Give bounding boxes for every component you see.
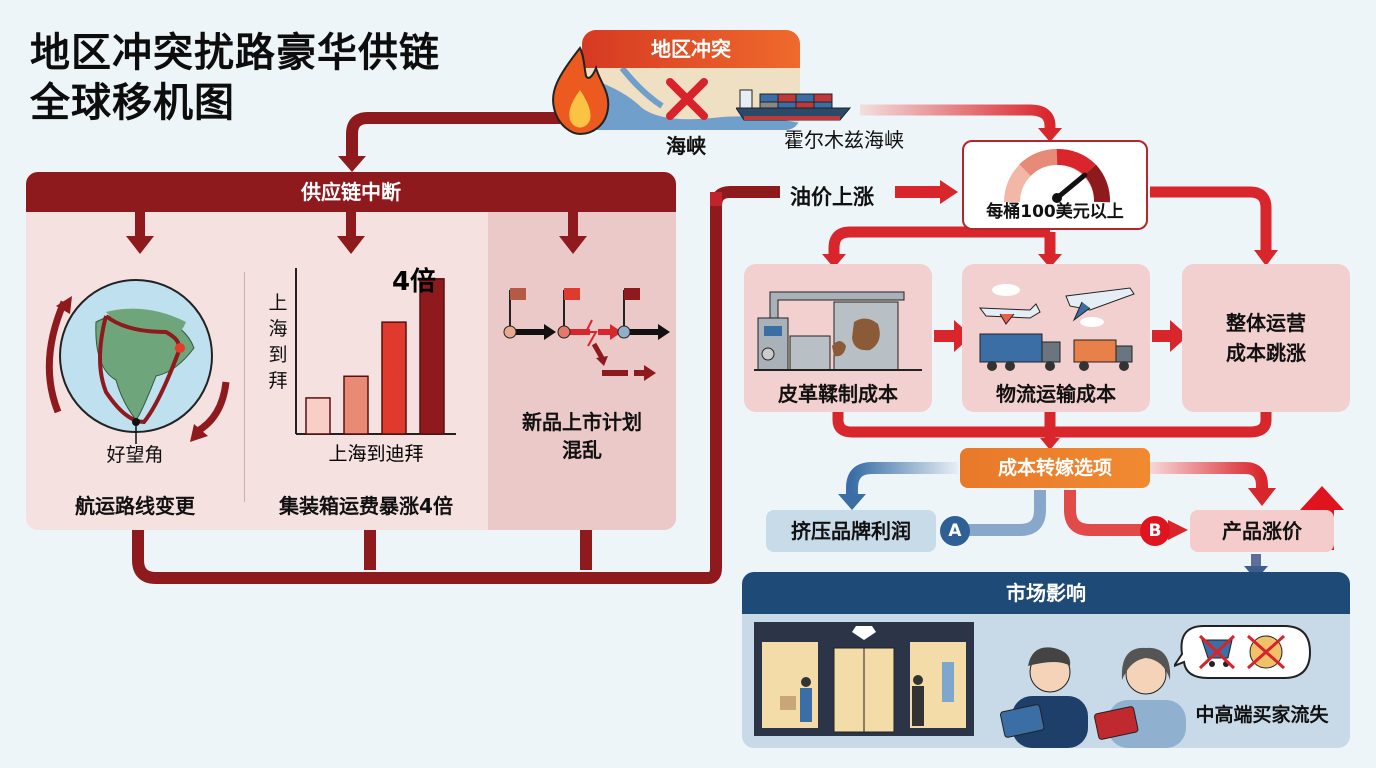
- title-line-2: 全球移机图: [30, 80, 235, 126]
- arrow-conflict-to-supply: [346, 112, 560, 160]
- speech-bubble-icon: [1174, 625, 1312, 679]
- bar-1: [305, 397, 331, 435]
- bar-2: [343, 375, 369, 435]
- price-increase-box: 产品涨价: [1190, 510, 1334, 552]
- upset-shoppers-icon: [1000, 647, 1186, 748]
- logistics-icon: [978, 284, 1135, 371]
- no-shopping-cart-icon: [1198, 634, 1236, 670]
- leather-cost-box: 皮革鞣制成本: [744, 264, 932, 412]
- freight-title: 集装箱运费暴涨4倍: [279, 494, 453, 518]
- buyer-loss-label: 中高端买家流失: [1195, 704, 1329, 726]
- freight-bar-chart: 4倍 上海到迪拜: [295, 266, 456, 465]
- tannery-machine-icon: [754, 291, 922, 371]
- overall-cost-label: 整体运营 成本跳涨: [1182, 308, 1350, 368]
- strait-label: 海峡: [666, 134, 706, 158]
- column-divider: [244, 272, 245, 502]
- conflict-header: 地区冲突: [582, 30, 800, 68]
- overall-cost-line-1: 整体运营: [1226, 311, 1306, 335]
- supply-chain-panel: 供应链中断 好望角 航运路线变更 4倍 上海到迪拜 上海到拜 集装箱运费暴涨4倍: [26, 172, 676, 530]
- page-title: 地区冲突扰路豪华供链 全球移机图: [30, 28, 440, 128]
- launch-plan-title: 新品上市计划 混乱: [488, 408, 676, 464]
- plane-icon: [1065, 287, 1135, 322]
- down-arrows: [126, 212, 587, 254]
- fire-icon: [552, 46, 610, 136]
- y-axis-label: 上海到拜: [268, 292, 288, 392]
- oil-price-text: 每桶100美元以上: [986, 202, 1124, 222]
- launch-plan-line-1: 新品上市计划: [522, 410, 642, 434]
- credit-card-icon: [1094, 706, 1139, 740]
- logistics-cost-box: 物流运输成本: [962, 264, 1150, 412]
- truck-icon: [979, 333, 1061, 371]
- cape-label: 好望角: [106, 444, 164, 466]
- x-axis-label: 上海到迪拜: [328, 443, 423, 465]
- logistics-cost-label: 物流运输成本: [996, 382, 1116, 406]
- market-impact-header: 市场影响: [742, 572, 1350, 614]
- oil-rise-label: 油价上涨: [790, 185, 874, 209]
- market-impact-panel: 市场影响 中高端买家流失: [742, 572, 1350, 748]
- squeeze-margin-box: 挤压品牌利润: [766, 510, 936, 552]
- plane-icon: [978, 303, 1041, 325]
- bar-4: [419, 278, 445, 435]
- diamond-icon: [852, 626, 876, 640]
- cargo-ship-icon: [736, 89, 852, 121]
- truck-icon: [1073, 339, 1133, 371]
- leather-cost-label: 皮革鞣制成本: [778, 382, 898, 406]
- supply-chain-header: 供应链中断: [26, 172, 676, 212]
- option-b-badge: B: [1140, 516, 1170, 546]
- cost-pass-on-box: 成本转嫁选项: [960, 448, 1150, 488]
- luxury-store-icon: [754, 622, 974, 736]
- arrowhead: [338, 156, 366, 172]
- overall-cost-box: 整体运营 成本跳涨: [1182, 264, 1350, 412]
- bar-annotation: 4倍: [392, 266, 436, 297]
- option-a-badge: A: [940, 516, 970, 546]
- hormuz-label: 霍尔木兹海峡: [784, 128, 904, 152]
- timeline-disrupted-icon: [503, 288, 670, 381]
- credit-card-icon: [1000, 704, 1045, 738]
- launch-plan-line-2: 混乱: [562, 438, 602, 462]
- arrow-hormuz-to-oil: [860, 104, 1056, 132]
- bar-3: [381, 321, 407, 435]
- arrow-logistics-to-overall: [1152, 320, 1188, 352]
- no-coin-icon: [1247, 634, 1285, 670]
- route-change-title: 航运路线变更: [75, 494, 195, 518]
- oil-price-box: 每桶100美元以上: [962, 140, 1148, 230]
- overall-cost-line-2: 成本跳涨: [1226, 341, 1306, 365]
- title-line-1: 地区冲突扰路豪华供链: [30, 30, 440, 76]
- gauge-icon: [1004, 148, 1110, 203]
- globe-route-icon: [45, 279, 230, 444]
- blocked-x-icon: [666, 78, 708, 120]
- gauge-needle: [1054, 172, 1088, 201]
